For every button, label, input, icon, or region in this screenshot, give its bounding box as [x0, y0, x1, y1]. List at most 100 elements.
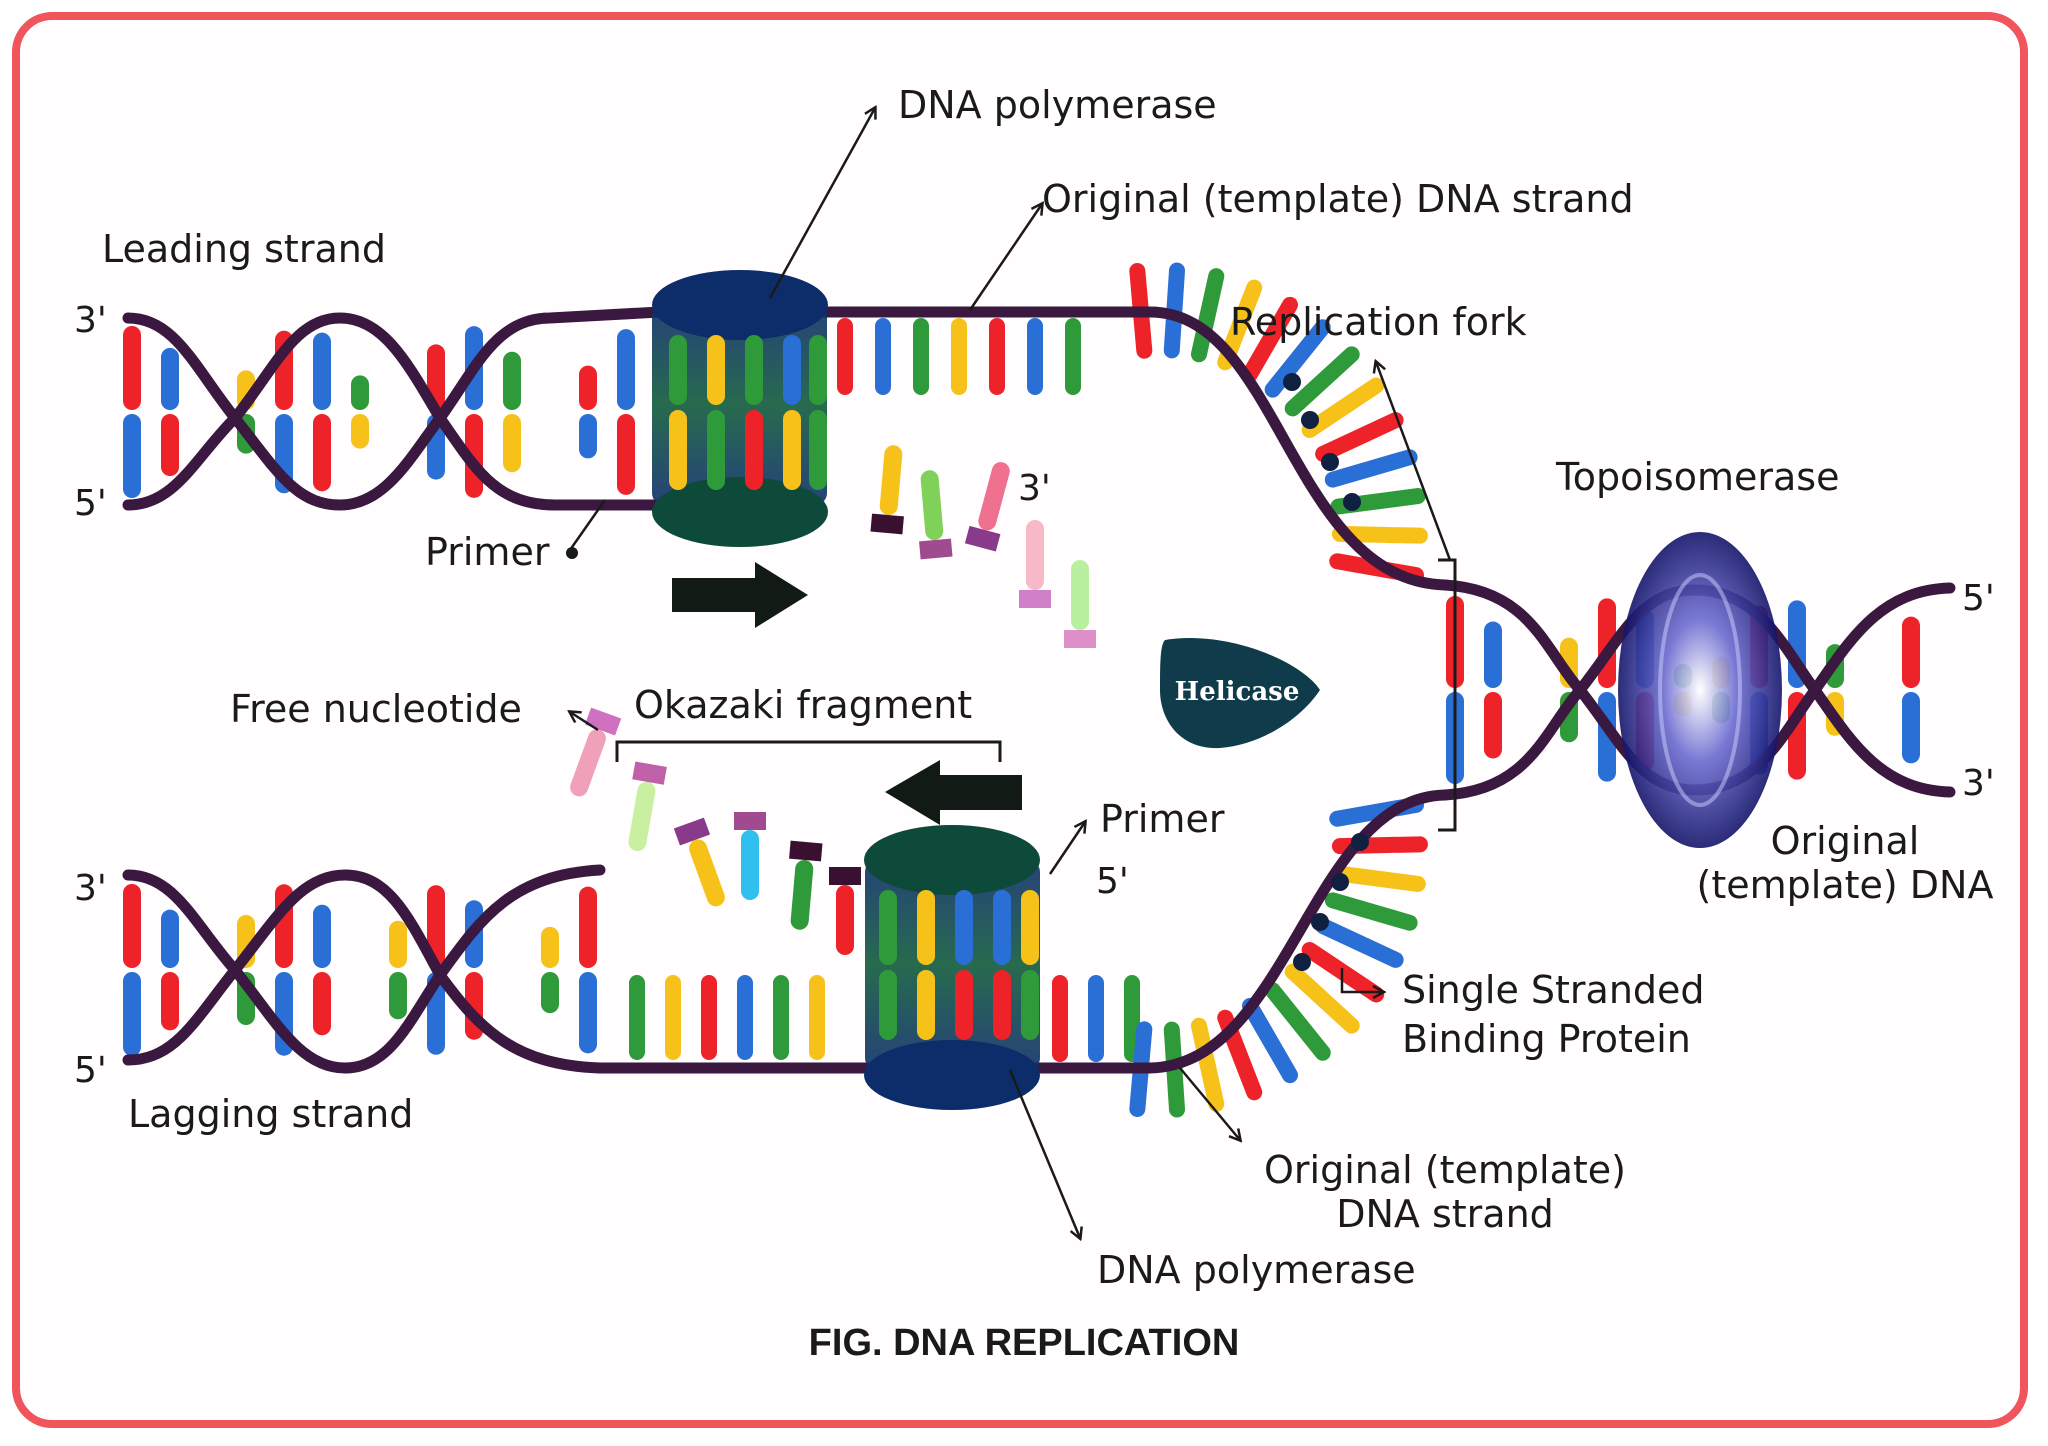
base-pair-bottom — [1902, 692, 1920, 764]
lagging-base — [809, 975, 825, 1060]
free-nucleotide — [570, 707, 622, 797]
free-nucleotide — [673, 817, 725, 907]
top-helix-backbone-a — [122, 306, 666, 511]
fork-base — [1242, 296, 1298, 383]
template-base — [1027, 318, 1043, 395]
fork-base — [1324, 449, 1418, 488]
lagging-base — [629, 975, 645, 1060]
base-pair-top — [617, 329, 635, 410]
end-label-primer-5: 5' — [1096, 861, 1129, 902]
base-pair-top — [1902, 616, 1920, 688]
ssb-dot — [1343, 493, 1361, 511]
base-pair-top — [313, 904, 331, 968]
leading-direction-arrow — [672, 562, 808, 628]
base-pair-bottom — [579, 972, 597, 1054]
free-nucleotide — [829, 867, 861, 955]
end-label-right-5: 5' — [1962, 578, 1995, 619]
base-pair-top — [389, 920, 407, 968]
base-pair-bottom — [351, 414, 369, 449]
free-nucleotide — [870, 445, 904, 535]
topoisomerase-icon — [1618, 532, 1782, 848]
fork-base — [1264, 319, 1331, 398]
base-pair-top — [1484, 621, 1502, 688]
base-pair-top — [161, 347, 179, 410]
lagging-base — [701, 975, 717, 1060]
base-pair-top — [123, 884, 141, 968]
template-base — [1052, 975, 1068, 1062]
polymerase-base-top — [745, 335, 763, 405]
polymerase-base-bottom — [993, 970, 1011, 1040]
dna-polymerase-bottom-label: DNA polymerase — [1097, 1248, 1416, 1292]
template-strand-bottom-label-1: Original (template) — [1264, 1148, 1626, 1192]
end-label-bottom-left-5: 5' — [74, 1050, 107, 1091]
template-base — [875, 318, 891, 395]
polymerase-base-bottom — [707, 410, 725, 490]
free-nucleotide — [1019, 520, 1051, 608]
base-pair-top — [503, 351, 521, 410]
polymerase-base-top — [707, 335, 725, 405]
helicase-icon — [1160, 638, 1320, 749]
end-label-right-3: 3' — [1962, 763, 1995, 804]
polymerase-base-top — [1021, 890, 1039, 965]
polymerase-base-bottom — [745, 410, 763, 490]
fork-base — [1284, 963, 1360, 1034]
base-pair-top — [123, 326, 141, 410]
top-template-strand — [654, 306, 1451, 591]
template-base — [951, 318, 967, 395]
fork-base — [1264, 982, 1331, 1061]
base-pair-bottom — [123, 972, 141, 1056]
free-nucleotide — [919, 470, 953, 560]
fork-base — [1330, 865, 1426, 892]
polymerase-base-top — [783, 335, 801, 405]
primer-bottom-label: Primer — [1100, 797, 1225, 841]
lagging-direction-arrow — [885, 760, 1022, 825]
template-base — [837, 318, 853, 395]
base-pair-top — [161, 909, 179, 968]
end-label-free-3: 3' — [1018, 468, 1051, 509]
base-pair-bottom — [503, 414, 521, 473]
base-pair-top — [313, 332, 331, 410]
polymerase-base-bottom — [809, 410, 827, 490]
base-pair-bottom — [161, 972, 179, 1031]
ssb-dot — [1351, 833, 1369, 851]
bottom-helix-backbone-b — [122, 869, 606, 1074]
top-helix-backbone-b — [122, 312, 666, 511]
template-base — [1088, 975, 1104, 1062]
bottom-template-strand — [594, 789, 1451, 1074]
template-base — [1065, 318, 1081, 395]
fork-base — [1315, 918, 1404, 968]
base-pair-bottom — [617, 414, 635, 495]
free-nucleotide — [964, 462, 1010, 552]
polymerase-base-bottom — [1021, 970, 1039, 1040]
polymerase-base-top — [809, 335, 827, 405]
base-pair-top — [579, 365, 597, 410]
ssb-label-1: Single Stranded — [1402, 968, 1705, 1012]
base-pair-bottom — [161, 414, 179, 477]
dna-polymerase-leading — [652, 270, 828, 547]
base-pair-bottom — [541, 972, 559, 1014]
fork-base — [1242, 997, 1298, 1084]
polymerase-base-bottom — [669, 410, 687, 490]
dna-polymerase-top-label: DNA polymerase — [898, 83, 1217, 127]
helicase-label: Helicase — [1175, 677, 1300, 707]
base-pair-bottom — [389, 972, 407, 1020]
polymerase-base-top — [879, 890, 897, 965]
base-pair-top — [579, 886, 597, 968]
ssb-dot — [1293, 953, 1311, 971]
polymerase-base-top — [955, 890, 973, 965]
polymerase-base-top — [669, 335, 687, 405]
fork-base — [1301, 377, 1385, 438]
end-label-top-left-3: 3' — [74, 300, 107, 341]
replication-fork-bracket — [1438, 558, 1457, 832]
template-strand-top-label: Original (template) DNA strand — [1042, 177, 1634, 221]
polymerase-base-top — [993, 890, 1011, 965]
topoisomerase-label: Topoisomerase — [1555, 455, 1839, 499]
ssb-dot — [1321, 453, 1339, 471]
free-nucleotide — [628, 761, 667, 852]
free-nucleotides — [570, 445, 1096, 955]
base-pair-bottom — [1484, 692, 1502, 759]
lagging-base — [665, 975, 681, 1060]
end-label-top-left-5: 5' — [74, 483, 107, 524]
base-pair-bottom — [313, 414, 331, 492]
fork-base — [1284, 346, 1360, 417]
